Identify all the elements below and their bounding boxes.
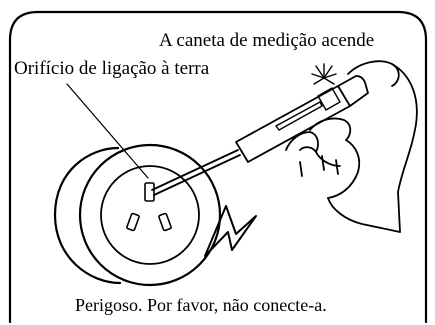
- lightning-bolt-icon: [204, 205, 257, 257]
- pen-lights-label: A caneta de medição acende: [159, 30, 375, 51]
- ground-hole: [144, 182, 155, 202]
- frame-border: [8, 10, 428, 324]
- ground-hole-label: Orifício de ligação à terra: [14, 58, 210, 79]
- socket-adapter-icon: [53, 143, 222, 287]
- warning-caption: Perigoso. Por favor, não conecte-a.: [75, 295, 327, 315]
- ground-hole-leader-line: [66, 83, 149, 179]
- test-pen-icon: [151, 75, 369, 196]
- hand-icon: [285, 60, 418, 233]
- glow-burst-icon: [311, 63, 337, 85]
